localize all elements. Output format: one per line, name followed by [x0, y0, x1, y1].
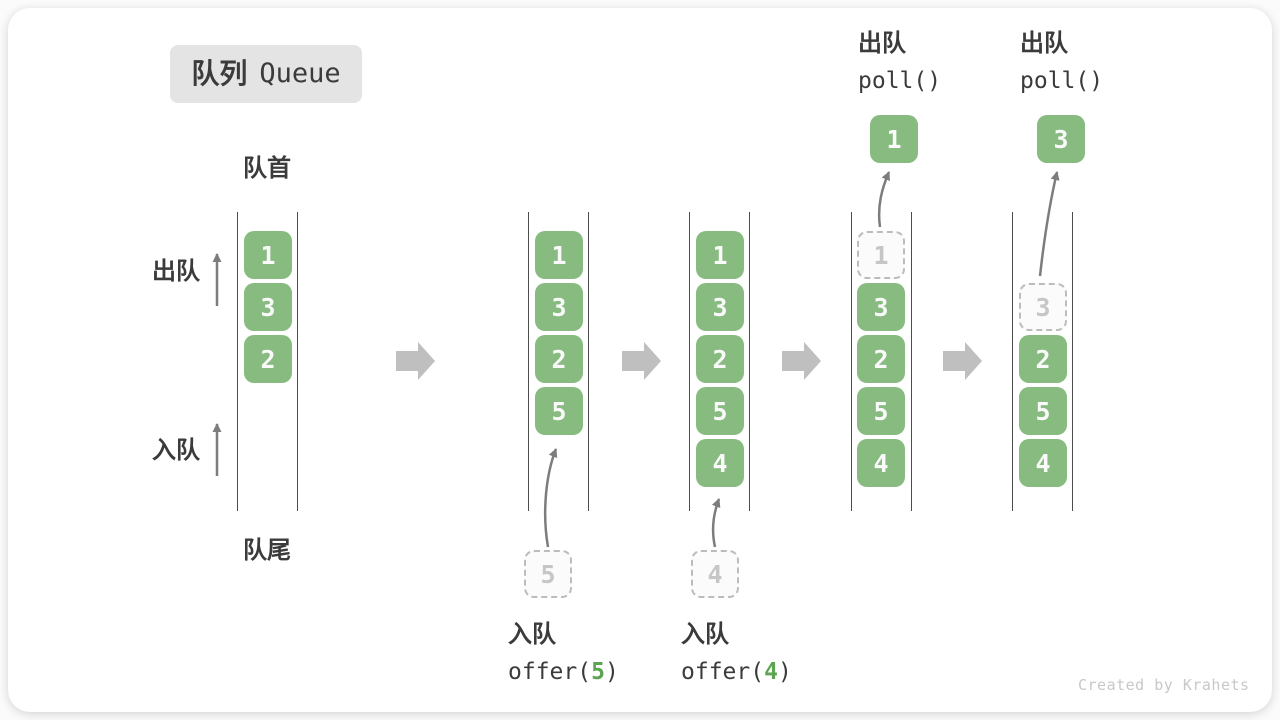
polled-item: 1 — [870, 115, 918, 163]
queue-item: 4 — [857, 439, 905, 487]
queue-item: 4 — [1019, 439, 1067, 487]
dequeue-label: 出队 — [152, 258, 200, 285]
incoming-item-placeholder: 5 — [524, 550, 572, 598]
queue-column-3 — [689, 212, 750, 511]
queue-column-5 — [1012, 212, 1073, 511]
queue-item: 5 — [1019, 387, 1067, 435]
queue-column-2 — [528, 212, 589, 511]
removed-item-placeholder: 1 — [857, 231, 905, 279]
queue-item: 1 — [244, 231, 292, 279]
queue-item: 2 — [1019, 335, 1067, 383]
incoming-item-placeholder: 4 — [691, 550, 739, 598]
queue-item: 2 — [696, 335, 744, 383]
queue-column-1 — [237, 212, 298, 511]
queue-item: 5 — [857, 387, 905, 435]
queue-item: 1 — [696, 231, 744, 279]
queue-item: 3 — [696, 283, 744, 331]
queue-front-label: 队首 — [243, 155, 291, 182]
op-poll-1-code: poll() — [858, 67, 942, 94]
op-poll-2-code: poll() — [1020, 67, 1104, 94]
queue-item: 2 — [535, 335, 583, 383]
removed-item-placeholder: 3 — [1019, 283, 1067, 331]
queue-item: 2 — [857, 335, 905, 383]
op-offer-5-label: 入队 — [508, 621, 556, 648]
queue-item: 2 — [244, 335, 292, 383]
op-offer-4: 入队 offer(4) — [681, 621, 792, 686]
title-zh: 队列 — [191, 58, 248, 90]
op-poll-1-label: 出队 — [858, 30, 906, 57]
op-poll-1: 出队 poll() — [858, 30, 941, 95]
polled-item: 3 — [1037, 115, 1085, 163]
op-offer-5-code: offer(5) — [508, 658, 619, 685]
queue-rear-label: 队尾 — [243, 537, 291, 564]
queue-item: 3 — [535, 283, 583, 331]
title-badge: 队列 Queue — [170, 45, 362, 103]
queue-item: 3 — [857, 283, 905, 331]
title-en: Queue — [259, 57, 341, 89]
queue-item: 4 — [696, 439, 744, 487]
enqueue-label: 入队 — [152, 437, 200, 464]
queue-item: 1 — [535, 231, 583, 279]
queue-column-4 — [851, 212, 912, 511]
diagram-card — [8, 8, 1272, 712]
op-poll-2: 出队 poll() — [1020, 30, 1103, 95]
op-poll-2-label: 出队 — [1020, 30, 1068, 57]
offer-arg: 5 — [591, 658, 605, 685]
queue-item: 3 — [244, 283, 292, 331]
offer-arg: 4 — [764, 658, 778, 685]
queue-item: 5 — [696, 387, 744, 435]
op-offer-5: 入队 offer(5) — [508, 621, 619, 686]
watermark: Created by Krahets — [1078, 676, 1250, 694]
queue-item: 5 — [535, 387, 583, 435]
op-offer-4-label: 入队 — [681, 621, 729, 648]
op-offer-4-code: offer(4) — [681, 658, 792, 685]
